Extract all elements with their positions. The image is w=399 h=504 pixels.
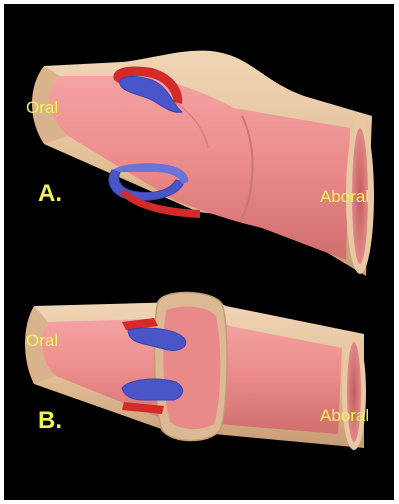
diagram-panel: Oral A. Aboral Oral B. Aboral (4, 4, 394, 500)
tube-b (25, 292, 366, 450)
label-aboral-b: Aboral (320, 407, 369, 424)
label-panel-a: A. (38, 182, 62, 206)
label-panel-b: B. (38, 409, 62, 433)
label-aboral-a: Aboral (320, 188, 369, 205)
label-oral-a: Oral (26, 99, 58, 116)
intestine-diagram (4, 4, 394, 500)
label-oral-b: Oral (26, 332, 58, 349)
tube-a (32, 51, 374, 276)
